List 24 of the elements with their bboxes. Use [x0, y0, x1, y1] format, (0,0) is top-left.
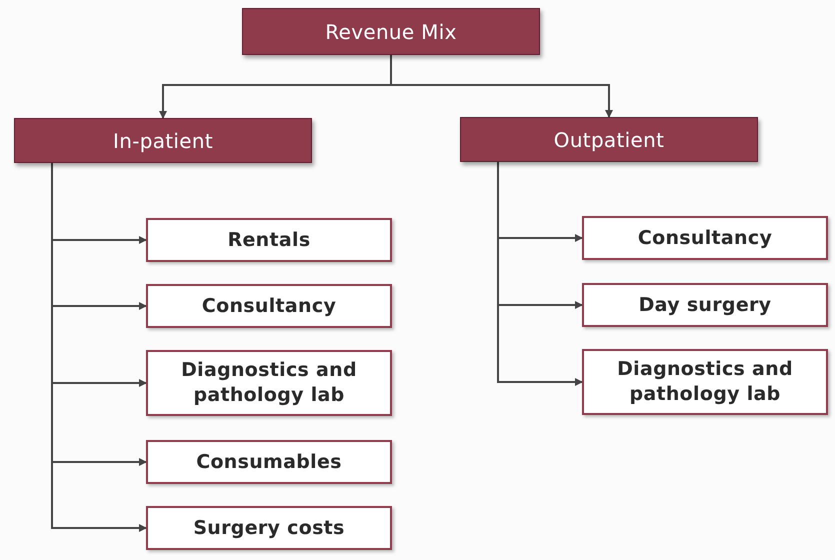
box-label: Surgery costs: [193, 516, 345, 540]
box-label: Diagnostics and pathology lab: [616, 357, 794, 407]
box-label: In-patient: [113, 128, 213, 154]
item-box: [146, 218, 392, 262]
box-label: Diagnostics and pathology lab: [180, 358, 358, 408]
box-label: Consumables: [196, 450, 342, 474]
box-label: Consultancy: [202, 294, 336, 318]
connector-arrow: [390, 55, 613, 118]
category-box: [14, 118, 312, 163]
connector-arrow: [497, 162, 583, 386]
box-label: Day surgery: [638, 292, 772, 318]
box-label: Rentals: [228, 228, 310, 252]
item-box: [582, 216, 828, 260]
item-box: [146, 506, 392, 550]
item-box: [146, 440, 392, 484]
box-label: Revenue Mix: [325, 18, 457, 44]
item-box: [146, 284, 392, 328]
category-box: [460, 117, 758, 162]
category-box: [242, 8, 540, 55]
item-box: [146, 350, 392, 416]
box-label: Consultancy: [638, 226, 772, 250]
item-box: [582, 349, 828, 415]
box-label: Outpatient: [554, 126, 664, 152]
item-box: [582, 283, 828, 327]
